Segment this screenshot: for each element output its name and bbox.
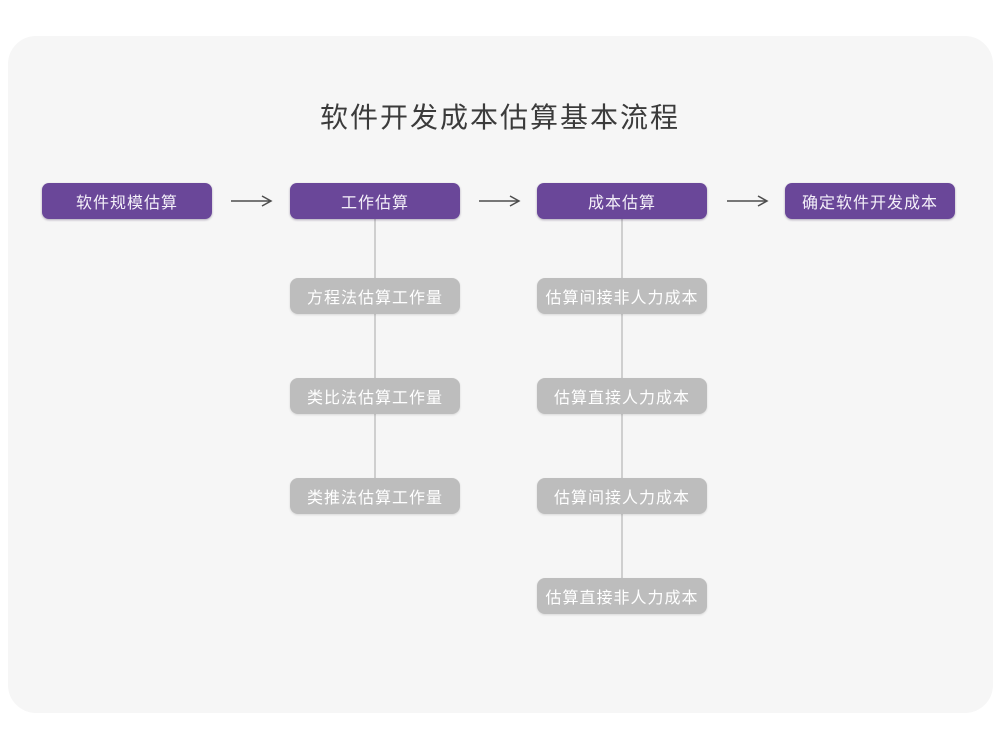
substep-label: 方程法估算工作量 <box>306 290 443 307</box>
stage-box-effort-estimation: 工作估算 <box>290 183 460 219</box>
stage-box-scale-estimation: 软件规模估算 <box>42 183 212 219</box>
stage-label: 工作估算 <box>340 195 409 212</box>
substep-box-analogy-method: 类比法估算工作量 <box>290 378 460 414</box>
substep-label: 类比法估算工作量 <box>306 390 443 407</box>
arrow-right-icon <box>479 195 521 207</box>
stage-box-cost-estimation: 成本估算 <box>537 183 707 219</box>
diagram-title: 软件开发成本估算基本流程 <box>319 102 680 133</box>
stage-label: 确定软件开发成本 <box>801 195 938 212</box>
stage-label: 软件规模估算 <box>75 195 178 212</box>
substep-box-indirect-nonlabor-cost: 估算间接非人力成本 <box>537 278 707 314</box>
connector-line-effort-column <box>374 219 376 497</box>
diagram-card <box>8 36 993 713</box>
substep-box-indirect-labor-cost: 估算间接人力成本 <box>537 478 707 514</box>
arrow-right-icon <box>727 195 769 207</box>
substep-label: 估算直接非人力成本 <box>545 590 699 607</box>
substep-label: 估算间接人力成本 <box>553 490 690 507</box>
stage-label: 成本估算 <box>587 195 656 212</box>
substep-box-direct-labor-cost: 估算直接人力成本 <box>537 378 707 414</box>
substep-box-extrapolation-method: 类推法估算工作量 <box>290 478 460 514</box>
substep-box-equation-method: 方程法估算工作量 <box>290 278 460 314</box>
stage-box-final-development-cost: 确定软件开发成本 <box>785 183 955 219</box>
substep-label: 估算间接非人力成本 <box>545 290 699 307</box>
substep-box-direct-nonlabor-cost: 估算直接非人力成本 <box>537 578 707 614</box>
substep-label: 类推法估算工作量 <box>306 490 443 507</box>
substep-label: 估算直接人力成本 <box>553 390 690 407</box>
arrow-right-icon <box>231 195 273 207</box>
